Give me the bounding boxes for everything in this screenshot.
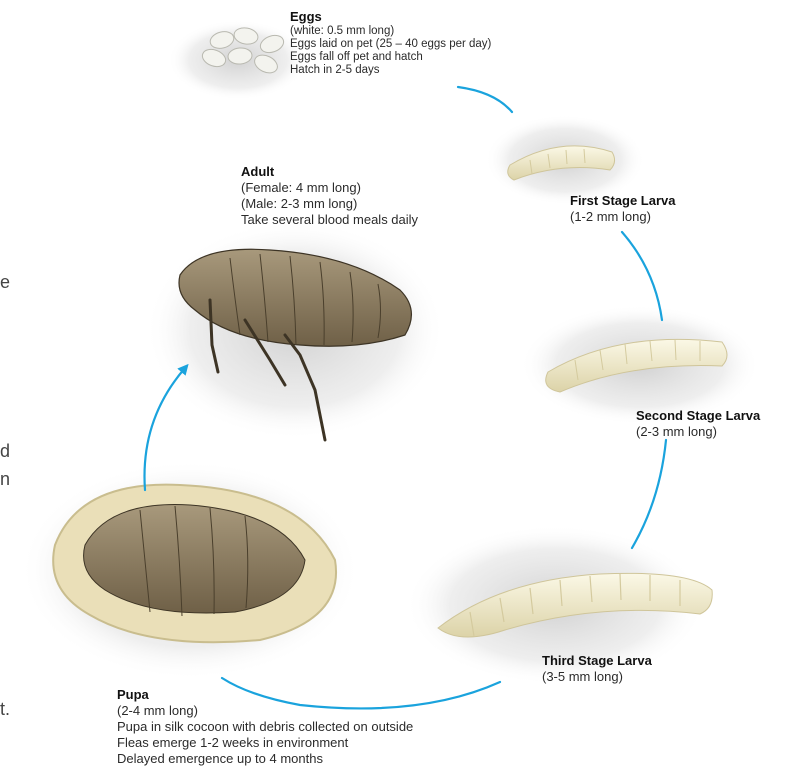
arrow-eggs-to-first-larva	[458, 87, 512, 112]
eggs-label: Eggs (white: 0.5 mm long) Eggs laid on p…	[290, 9, 491, 77]
first-larva-title: First Stage Larva	[570, 193, 676, 209]
first-larva-label: First Stage Larva (1-2 mm long)	[570, 193, 676, 225]
pupa-title: Pupa	[117, 687, 413, 703]
pupa-label: Pupa (2-4 mm long) Pupa in silk cocoon w…	[117, 687, 413, 767]
third-larva-title: Third Stage Larva	[542, 653, 652, 669]
eggs-line: Eggs fall off pet and hatch	[290, 51, 491, 64]
eggs-line: Eggs laid on pet (25 – 40 eggs per day)	[290, 38, 491, 51]
edge-text-fragment: n	[0, 469, 10, 490]
eggs-line: Hatch in 2-5 days	[290, 64, 491, 77]
arrow-second-to-third-larva	[632, 440, 666, 548]
pupa-line: (2-4 mm long)	[117, 703, 413, 719]
third-larva-label: Third Stage Larva (3-5 mm long)	[542, 653, 652, 685]
third-larva-size: (3-5 mm long)	[542, 669, 652, 685]
pupa-line: Delayed emergence up to 4 months	[117, 751, 413, 767]
second-larva-title: Second Stage Larva	[636, 408, 760, 424]
adult-line: (Female: 4 mm long)	[241, 180, 418, 196]
edge-text-fragment: e	[0, 272, 10, 293]
pupa-line: Pupa in silk cocoon with debris collecte…	[117, 719, 413, 735]
adult-label: Adult (Female: 4 mm long) (Male: 2-3 mm …	[241, 164, 418, 228]
adult-title: Adult	[241, 164, 418, 180]
second-larva-size: (2-3 mm long)	[636, 424, 760, 440]
edge-text-fragment: t.	[0, 699, 10, 720]
second-larva-label: Second Stage Larva (2-3 mm long)	[636, 408, 760, 440]
eggs-line: (white: 0.5 mm long)	[290, 25, 491, 38]
adult-line: (Male: 2-3 mm long)	[241, 196, 418, 212]
adult-line: Take several blood meals daily	[241, 212, 418, 228]
pupa-line: Fleas emerge 1-2 weeks in environment	[117, 735, 413, 751]
eggs-title: Eggs	[290, 9, 491, 25]
first-larva-size: (1-2 mm long)	[570, 209, 676, 225]
edge-text-fragment: d	[0, 441, 10, 462]
